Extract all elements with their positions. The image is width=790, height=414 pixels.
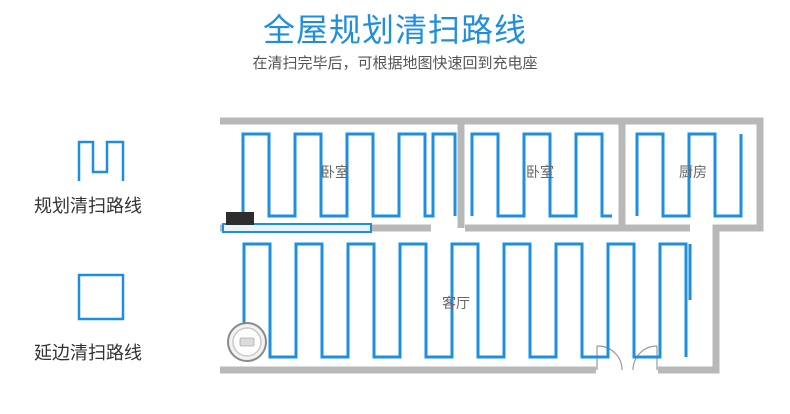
room-label-bedroom-2: 卧室 — [526, 164, 554, 181]
cleaning-route — [241, 132, 743, 359]
floor-plan-walls — [220, 117, 764, 374]
zigzag-path-icon — [77, 140, 125, 181]
dock-path-highlight — [222, 223, 372, 233]
page-subtitle: 在清扫完毕后，可根据地图快速回到充电座 — [252, 54, 538, 72]
legend-edge-label: 延边清扫路线 — [34, 343, 142, 364]
room-label-living-room: 客厅 — [442, 295, 470, 312]
legend-planned-label: 规划清扫路线 — [34, 196, 142, 217]
square-edge-path-icon — [77, 273, 125, 321]
room-label-kitchen: 厨房 — [679, 165, 707, 181]
robot-vacuum-icon — [227, 322, 267, 362]
room-label-bedroom-1: 卧室 — [321, 164, 349, 181]
page-title: 全屋规划清扫路线 — [262, 11, 527, 49]
charging-dock-icon — [226, 212, 254, 225]
